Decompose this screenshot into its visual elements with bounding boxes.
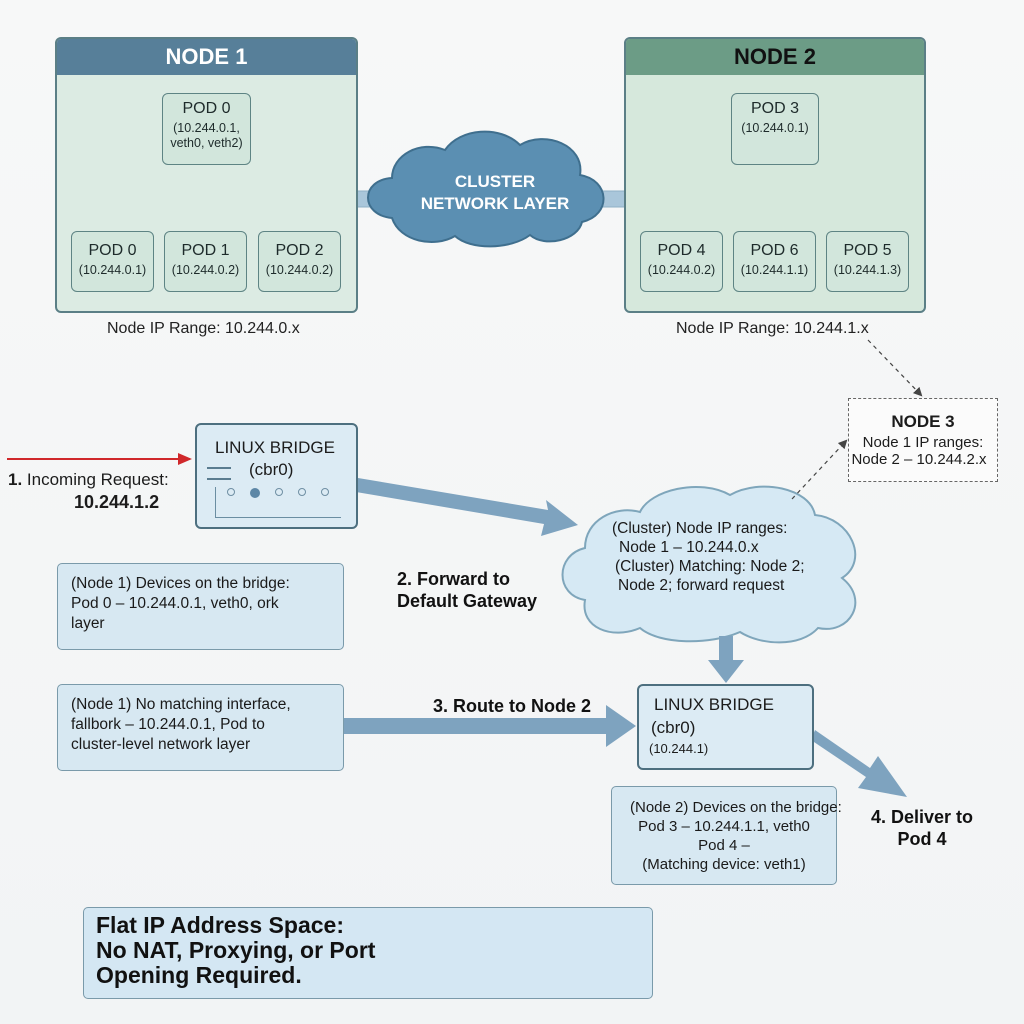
bridge-frame-line <box>215 487 341 518</box>
bridge2-ip: (10.244.1) <box>649 741 709 756</box>
node1-devices-box: (Node 1) Devices on the bridge: Pod 0 – … <box>57 563 344 650</box>
pod-ip: (10.244.1.3) <box>833 263 902 277</box>
bridge1-title: LINUX BRIDGE <box>215 438 335 457</box>
routing-cloud-text: (Cluster) Node IP ranges: Node 1 – 10.24… <box>612 520 805 594</box>
bridge1-subtitle: (cbr0) <box>249 460 294 479</box>
flat-ip-summary-box: Flat IP Address Space: No NAT, Proxying,… <box>83 907 653 999</box>
pod-ip: (10.244.0.2) <box>171 263 240 277</box>
pod-ip: (10.244.0.1,veth0, veth2) <box>170 121 243 150</box>
bridge-ports <box>227 488 329 498</box>
cluster-network-cloud-shape <box>367 130 605 248</box>
step3-route-label: 3. Route to Node 2 <box>433 696 592 716</box>
bridge-port <box>275 488 283 496</box>
node2-devices-box: (Node 2) Devices on the bridge: Pod 3 – … <box>611 786 842 885</box>
pod-name: POD 3 <box>750 100 799 117</box>
node3-line2: Node 2 – 10.244.2.x <box>851 451 987 468</box>
bridge-menu-icon <box>207 467 231 480</box>
node3-line1: Node 1 IP ranges: <box>862 434 984 451</box>
pod-ip: (10.244.0.1) <box>741 121 809 135</box>
node1-fallback-box: (Node 1) No matching interface, fallbork… <box>57 684 344 771</box>
bridge-port-active <box>250 488 260 498</box>
node1-title: NODE 1 <box>57 39 356 75</box>
step1-label: Incoming Request: <box>26 470 169 489</box>
pod-name: POD 4 <box>657 242 706 259</box>
node1-fallback-text: (Node 1) No matching interface, fallbork… <box>71 696 291 753</box>
pod-ip: (10.244.0.2) <box>265 263 334 277</box>
node2-devices-text: (Node 2) Devices on the bridge: Pod 3 – … <box>630 799 842 873</box>
step1-ip: 10.244.1.2 <box>74 492 160 512</box>
step1-number: 1. <box>8 470 23 489</box>
flat-ip-summary-text: Flat IP Address Space: No NAT, Proxying,… <box>96 912 376 988</box>
node3-title: NODE 3 <box>891 412 955 431</box>
node1-range-label: Node IP Range: 10.244.0.x <box>107 320 300 337</box>
step1-incoming-request: 1. Incoming Request: 10.244.1.2 <box>8 469 169 514</box>
pod-ip: (10.244.0.2) <box>647 263 716 277</box>
routing-cloud-shape <box>561 485 857 644</box>
node2-pod-4[interactable]: POD 4 (10.244.0.2) <box>640 231 723 292</box>
node1-pod-0[interactable]: POD 0 (10.244.0.1) <box>71 231 154 292</box>
bridge-port <box>227 488 235 496</box>
linux-bridge-node1[interactable]: LINUX BRIDGE (cbr0) <box>195 423 358 529</box>
pod-name: POD 5 <box>843 242 892 259</box>
pod-name: POD 2 <box>275 242 324 259</box>
node1-top-pod[interactable]: POD 0 (10.244.0.1,veth0, veth2) <box>162 93 251 165</box>
node3-box[interactable]: NODE 3 Node 1 IP ranges: Node 2 – 10.244… <box>848 398 998 482</box>
node2-pod-6[interactable]: POD 6 (10.244.1.1) <box>733 231 816 292</box>
flow-arrow-route-to-node2 <box>343 705 636 747</box>
pod-name: POD 1 <box>181 242 230 259</box>
node1-pod-1[interactable]: POD 1 (10.244.0.2) <box>164 231 247 292</box>
bridge-port <box>321 488 329 496</box>
flow-arrow-to-gateway <box>356 478 578 536</box>
flow-arrow-cloud-down <box>708 636 744 683</box>
dashed-link-cloud-to-node3 <box>791 439 848 500</box>
pod-name: POD 6 <box>750 242 799 259</box>
linux-bridge-node2[interactable]: LINUX BRIDGE (cbr0) (10.244.1) <box>637 684 814 770</box>
node2-range-label: Node IP Range: 10.244.1.x <box>676 320 869 337</box>
bridge2-title: LINUX BRIDGE <box>654 695 774 714</box>
dashed-link-range-to-node3 <box>867 339 923 397</box>
node2-top-pod[interactable]: POD 3 (10.244.0.1) <box>731 93 819 165</box>
node2-title: NODE 2 <box>626 39 924 75</box>
pod-ip: (10.244.0.1) <box>78 263 147 277</box>
node1-pod-2[interactable]: POD 2 (10.244.0.2) <box>258 231 341 292</box>
node2-pod-5[interactable]: POD 5 (10.244.1.3) <box>826 231 909 292</box>
pod-ip: (10.244.1.1) <box>740 263 809 277</box>
pod-name: POD 0 <box>182 100 231 117</box>
bridge-port <box>298 488 306 496</box>
node1-devices-text: (Node 1) Devices on the bridge: Pod 0 – … <box>71 575 290 632</box>
flow-arrow-deliver <box>811 730 907 797</box>
pod-name: POD 0 <box>88 242 137 259</box>
bridge2-subtitle: (cbr0) <box>651 718 696 737</box>
